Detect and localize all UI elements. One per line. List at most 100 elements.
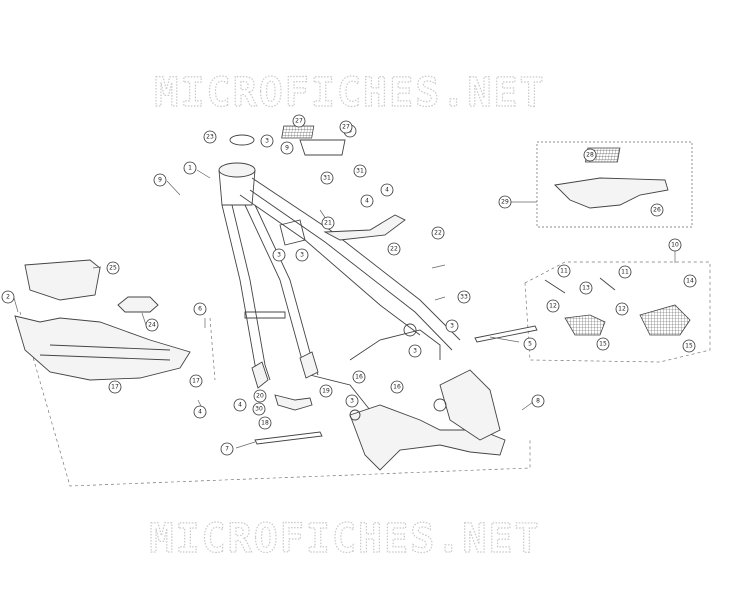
callout-circle <box>108 380 122 394</box>
callout-circle <box>387 242 401 256</box>
leader-lines <box>13 169 676 449</box>
callout-label: 33 <box>460 294 468 301</box>
callout-label: 4 <box>385 187 389 194</box>
callout-label: 12 <box>618 306 626 313</box>
callout-21: 21 <box>321 216 335 230</box>
callout-circle <box>531 394 545 408</box>
callout-label: 12 <box>549 303 557 310</box>
callout-15: 15 <box>596 337 610 351</box>
callout-label: 7 <box>225 446 229 453</box>
callout-3: 3 <box>408 344 422 358</box>
callout-12: 12 <box>615 302 629 316</box>
callout-circle <box>390 380 404 394</box>
callout-31: 31 <box>353 164 367 178</box>
callout-27: 27 <box>292 114 306 128</box>
callout-label: 1 <box>188 165 192 172</box>
callout-10: 10 <box>668 238 682 252</box>
callout-circle <box>203 130 217 144</box>
callout-3: 3 <box>445 319 459 333</box>
callout-circle <box>683 274 697 288</box>
callout-2: 2 <box>1 290 15 304</box>
chain-guide-21 <box>323 214 406 241</box>
callout-label: 25 <box>109 265 117 272</box>
callout-circle <box>153 173 167 187</box>
cover-26 <box>554 177 669 209</box>
callout-31: 31 <box>320 171 334 185</box>
callout-label: 2 <box>6 294 10 301</box>
callout-label: 27 <box>342 124 350 131</box>
skid-plate-cover <box>24 259 101 301</box>
callout-label: 27 <box>295 118 303 125</box>
callout-5: 5 <box>523 337 537 351</box>
callout-label: 3 <box>350 398 354 405</box>
callout-20: 20 <box>253 389 267 403</box>
callout-circle <box>523 337 537 351</box>
callout-circle <box>321 216 335 230</box>
callout-11: 11 <box>557 264 571 278</box>
watermark-top: MICROFICHES.NET <box>154 70 545 116</box>
callout-label: 17 <box>192 378 200 385</box>
callout-circle <box>220 442 234 456</box>
callout-label: 31 <box>356 168 364 175</box>
callout-11: 11 <box>618 265 632 279</box>
callout-4: 4 <box>380 183 394 197</box>
callout-circle <box>260 134 274 148</box>
callout-circle <box>193 405 207 419</box>
callout-27: 27 <box>339 120 353 134</box>
callout-label: 6 <box>198 306 202 313</box>
callout-circle <box>618 265 632 279</box>
callout-label: 14 <box>686 278 694 285</box>
callout-label: 26 <box>653 207 661 214</box>
callout-7: 7 <box>220 442 234 456</box>
callout-label: 16 <box>393 384 401 391</box>
callout-circle <box>546 299 560 313</box>
callout-circle <box>106 261 120 275</box>
grille-27 <box>281 125 315 139</box>
callout-label: 22 <box>390 246 398 253</box>
callout-label: 24 <box>148 322 156 329</box>
bracket-19 <box>274 394 313 411</box>
callout-label: 11 <box>560 268 568 275</box>
callout-label: 20 <box>256 393 264 400</box>
callout-8: 8 <box>531 394 545 408</box>
callout-14: 14 <box>683 274 697 288</box>
callout-circle <box>498 195 512 209</box>
axle-5 <box>474 325 538 343</box>
callout-circle <box>193 302 207 316</box>
callout-15: 15 <box>682 339 696 353</box>
callout-circle <box>360 194 374 208</box>
callout-4: 4 <box>193 405 207 419</box>
callout-12: 12 <box>546 299 560 313</box>
callout-label: 4 <box>238 402 242 409</box>
watermark-bottom: MICROFICHES.NET <box>149 516 540 562</box>
callout-circle <box>253 389 267 403</box>
callout-4: 4 <box>233 398 247 412</box>
callout-circle <box>319 384 333 398</box>
callout-1: 1 <box>183 161 197 175</box>
callout-circle <box>596 337 610 351</box>
callout-circle <box>183 161 197 175</box>
callout-label: 15 <box>685 343 693 350</box>
callout-label: 10 <box>671 242 679 249</box>
callout-label: 3 <box>300 252 304 259</box>
callout-4: 4 <box>360 194 374 208</box>
callout-circle <box>1 290 15 304</box>
callout-29: 29 <box>498 195 512 209</box>
bolt-7 <box>254 431 323 445</box>
footpeg-left <box>564 314 606 336</box>
callout-label: 15 <box>599 341 607 348</box>
skid-plate-dashed-outline <box>19 311 531 487</box>
callout-circle <box>615 302 629 316</box>
callout-circle <box>353 164 367 178</box>
callout-label: 4 <box>365 198 369 205</box>
callout-3: 3 <box>345 394 359 408</box>
callout-6: 6 <box>193 302 207 316</box>
callout-label: 3 <box>413 348 417 355</box>
callout-23: 23 <box>203 130 217 144</box>
callout-label: 22 <box>434 230 442 237</box>
pin-11-right <box>599 277 616 291</box>
callout-13: 13 <box>579 281 593 295</box>
callout-circle <box>682 339 696 353</box>
callout-18: 18 <box>258 416 272 430</box>
callout-label: 21 <box>324 220 332 227</box>
